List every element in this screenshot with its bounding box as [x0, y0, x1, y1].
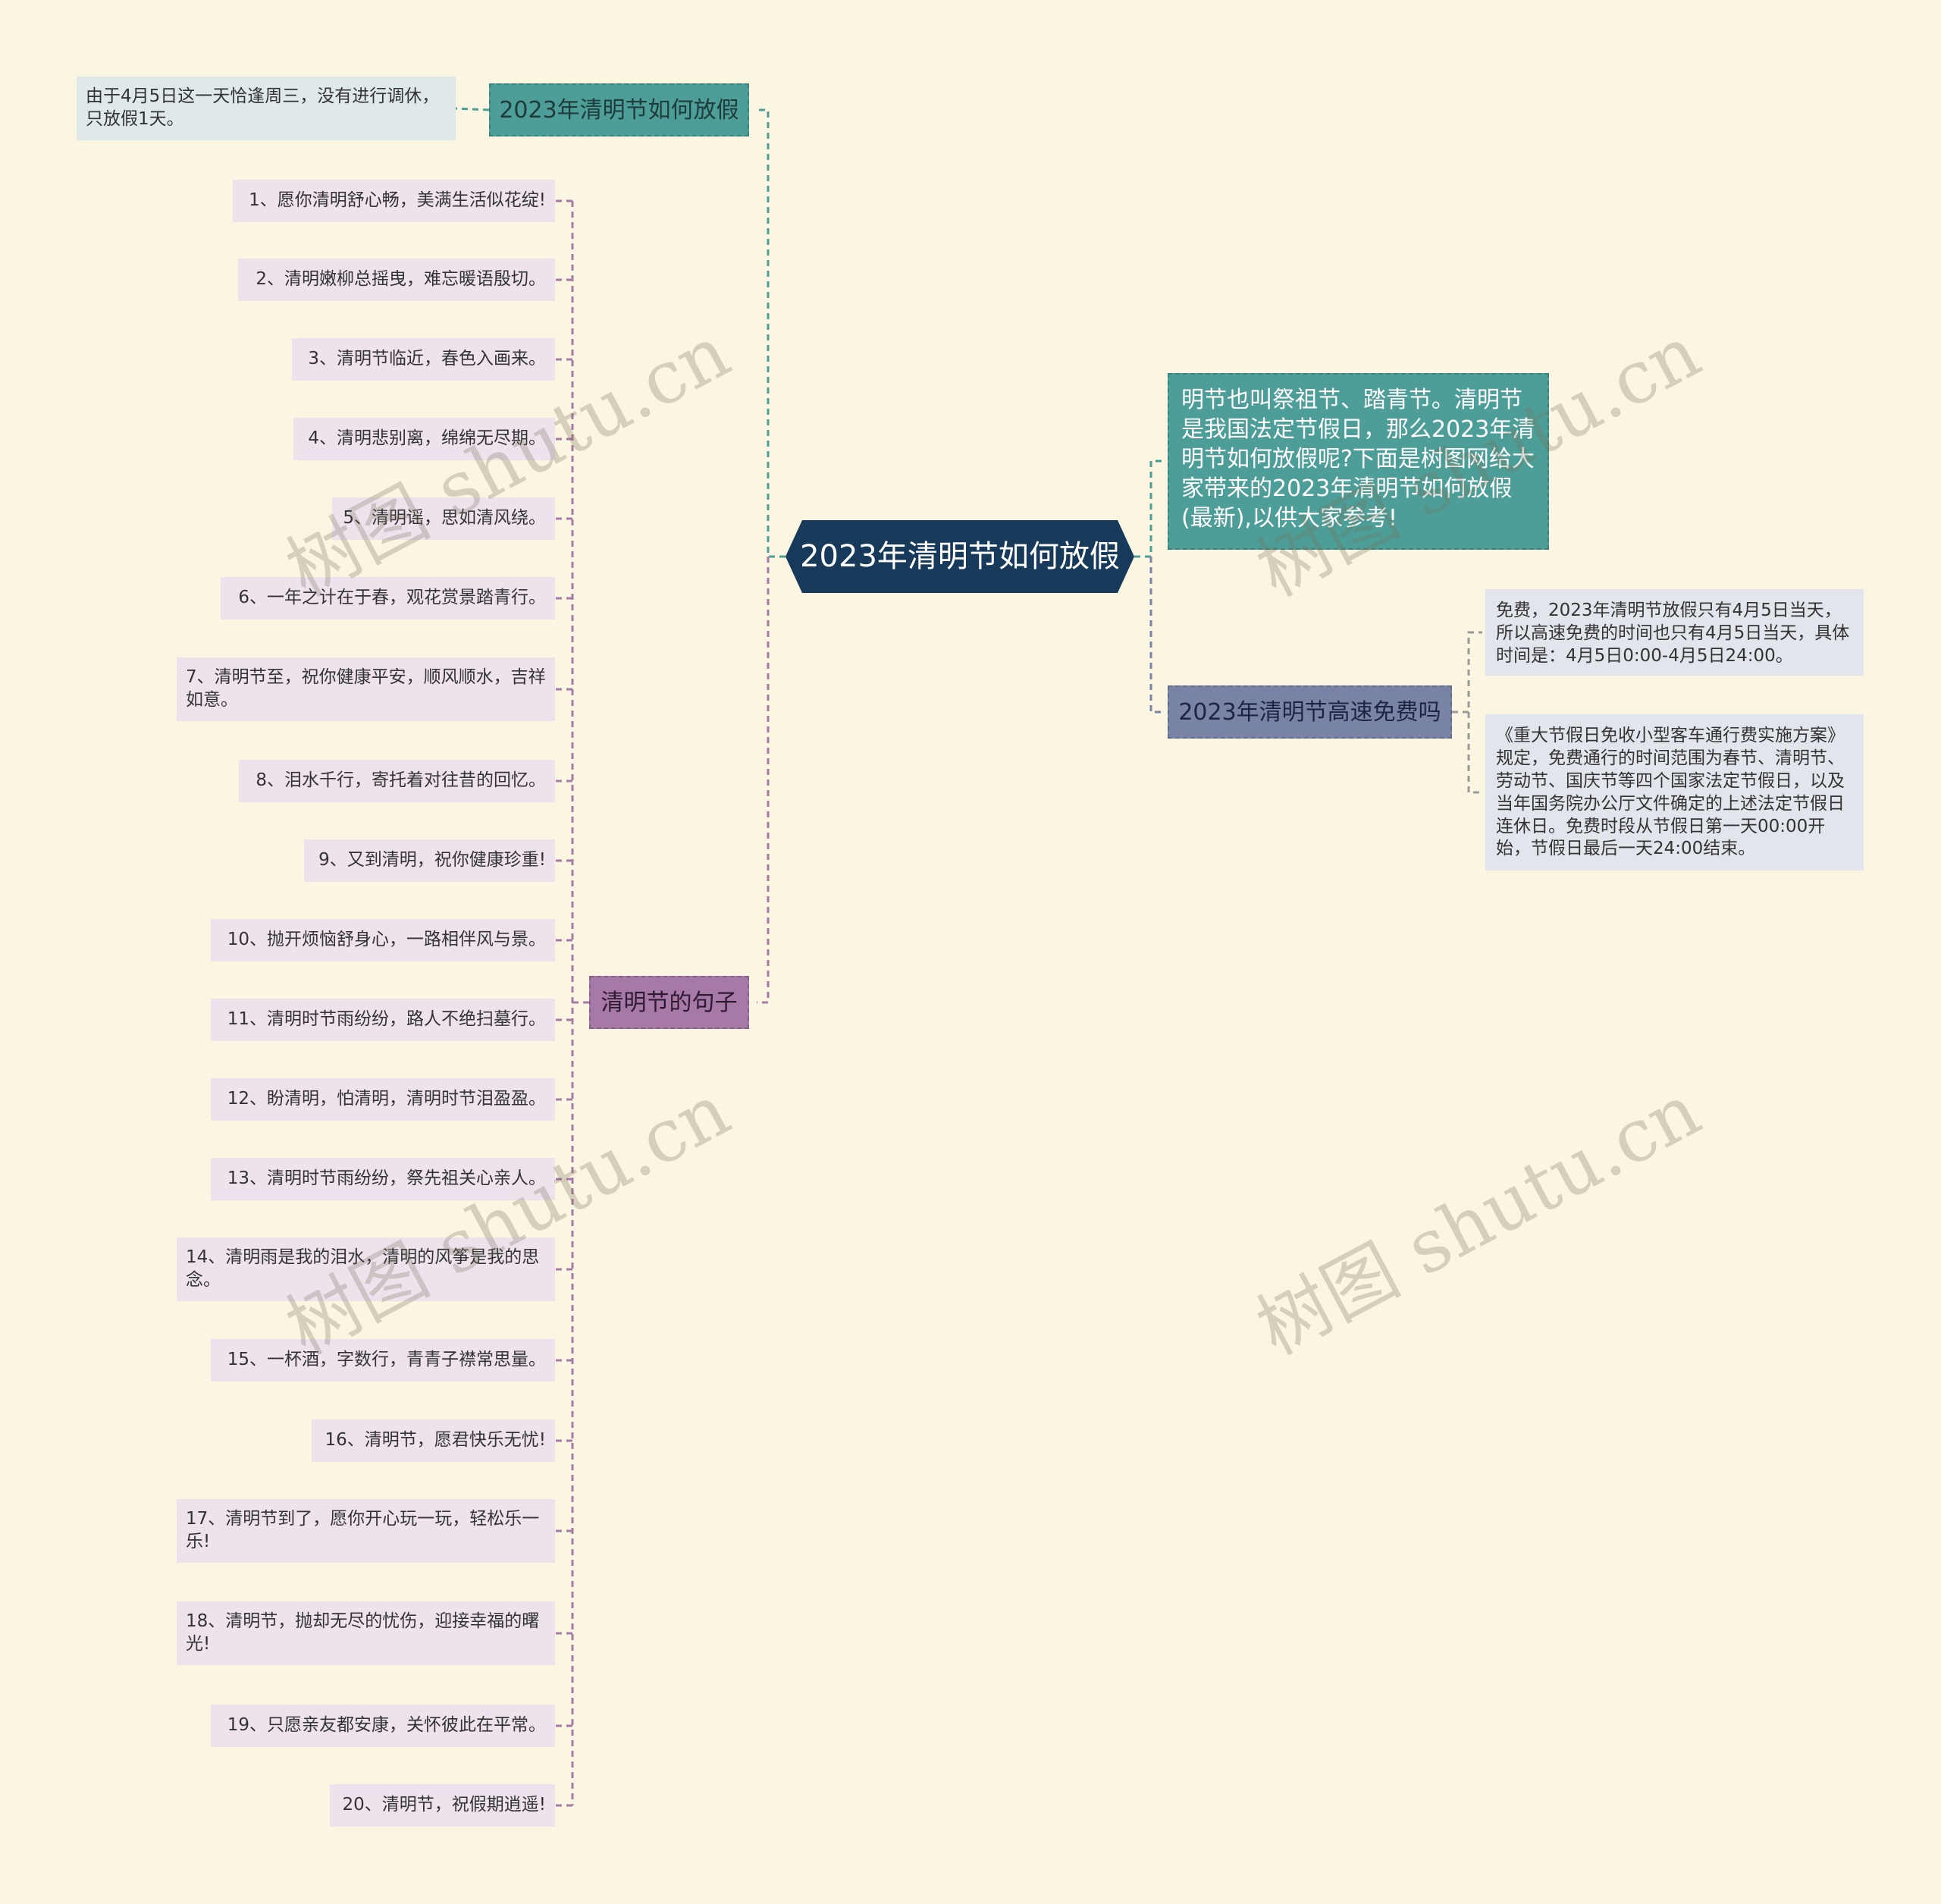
leaf-highway-policy[interactable]: 《重大节假日免收小型客车通行费实施方案》规定，免费通行的时间范围为春节、清明节、…	[1485, 714, 1864, 870]
leaf-text: 13、清明时节雨纷纷，祭先祖关心亲人。	[227, 1168, 546, 1189]
leaf-text: 9、又到清明，祝你健康珍重!	[318, 850, 546, 870]
leaf-text: 7、清明节至，祝你健康平安，顺风顺水，吉祥如意。	[186, 667, 546, 710]
leaf-text: 8、泪水千行，寄托着对往昔的回忆。	[256, 770, 546, 791]
leaf-text: 18、清明节，抛却无尽的忧伤，迎接幸福的曙光!	[186, 1611, 540, 1654]
leaf-sentence[interactable]: 18、清明节，抛却无尽的忧伤，迎接幸福的曙光!	[177, 1601, 555, 1665]
leaf-sentence[interactable]: 13、清明时节雨纷纷，祭先祖关心亲人。	[211, 1158, 555, 1200]
branch-holiday[interactable]: 2023年清明节如何放假	[489, 83, 749, 136]
connector-highway-answer	[1452, 631, 1482, 714]
connector-root-highway	[1149, 557, 1165, 714]
branch-intro[interactable]: 明节也叫祭祖节、踏青节。清明节是我国法定节假日，那么2023年清明节如何放假呢?…	[1168, 373, 1549, 550]
leaf-sentence[interactable]: 9、又到清明，祝你健康珍重!	[304, 839, 555, 882]
leaf-sentence[interactable]: 2、清明嫩柳总摇曳，难忘暖语殷切。	[238, 259, 555, 301]
leaf-sentence[interactable]: 4、清明悲别离，绵绵无尽期。	[293, 418, 555, 460]
root-topic[interactable]: 2023年清明节如何放假	[785, 520, 1134, 593]
leaf-text: 17、清明节到了，愿你开心玩一玩，轻松乐一乐!	[186, 1509, 540, 1551]
leaf-text: 1、愿你清明舒心畅，美满生活似花绽!	[249, 190, 546, 211]
leaf-sentence[interactable]: 8、泪水千行，寄托着对往昔的回忆。	[239, 760, 555, 802]
leaf-sentence[interactable]: 20、清明节，祝假期逍遥!	[330, 1784, 555, 1827]
leaf-sentence[interactable]: 17、清明节到了，愿你开心玩一玩，轻松乐一乐!	[177, 1499, 555, 1563]
leaf-sentence[interactable]: 19、只愿亲友都安康，关怀彼此在平常。	[211, 1705, 555, 1747]
leaf-holiday-note[interactable]: 由于4月5日这一天恰逢周三，没有进行调休，只放假1天。	[77, 77, 456, 140]
leaf-text: 《重大节假日免收小型客车通行费实施方案》规定，免费通行的时间范围为春节、清明节、…	[1496, 726, 1845, 859]
connector-root-sentences	[757, 557, 770, 1004]
leaf-sentence[interactable]: 10、抛开烦恼舒身心，一路相伴风与景。	[211, 919, 555, 961]
leaf-text: 4、清明悲别离，绵绵无尽期。	[308, 428, 546, 449]
leaf-text: 12、盼清明，怕清明，清明时节泪盈盈。	[227, 1089, 546, 1109]
leaf-text: 11、清明时节雨纷纷，路人不绝扫墓行。	[227, 1009, 546, 1030]
leaf-text: 10、抛开烦恼舒身心，一路相伴风与景。	[227, 930, 546, 950]
leaf-sentence[interactable]: 14、清明雨是我的泪水，清明的风筝是我的思念。	[177, 1237, 555, 1301]
leaf-highway-answer[interactable]: 免费，2023年清明节放假只有4月5日当天，所以高速免费的时间也只有4月5日当天…	[1485, 589, 1864, 676]
leaf-sentence[interactable]: 15、一杯酒，字数行，青青子襟常思量。	[211, 1339, 555, 1382]
connector-holiday-note	[455, 107, 490, 111]
leaf-text: 2、清明嫩柳总摇曳，难忘暖语殷切。	[256, 269, 546, 290]
connector-root-holiday	[757, 108, 785, 558]
connector-highway-policy	[1467, 712, 1482, 794]
leaf-text: 3、清明节临近，春色入画来。	[308, 349, 546, 369]
leaf-sentence[interactable]: 1、愿你清明舒心畅，美满生活似花绽!	[233, 180, 555, 222]
leaf-text: 免费，2023年清明节放假只有4月5日当天，所以高速免费的时间也只有4月5日当天…	[1496, 601, 1850, 666]
leaf-text: 15、一杯酒，字数行，青青子襟常思量。	[227, 1350, 546, 1370]
branch-sentences[interactable]: 清明节的句子	[589, 976, 749, 1029]
leaf-sentence[interactable]: 5、清明谣，思如清风绕。	[332, 497, 555, 540]
leaf-text: 19、只愿亲友都安康，关怀彼此在平常。	[227, 1715, 546, 1736]
leaf-text: 由于4月5日这一天恰逢周三，没有进行调休，只放假1天。	[86, 86, 440, 129]
leaf-text: 20、清明节，祝假期逍遥!	[342, 1795, 547, 1815]
leaf-sentence[interactable]: 3、清明节临近，春色入画来。	[292, 338, 555, 381]
leaf-sentence[interactable]: 11、清明时节雨纷纷，路人不绝扫墓行。	[211, 999, 555, 1041]
leaf-text: 14、清明雨是我的泪水，清明的风筝是我的思念。	[186, 1247, 540, 1290]
leaf-sentence[interactable]: 7、清明节至，祝你健康平安，顺风顺水，吉祥如意。	[177, 657, 555, 721]
leaf-sentence[interactable]: 16、清明节，愿君快乐无忧!	[312, 1419, 555, 1462]
leaf-text: 16、清明节，愿君快乐无忧!	[325, 1430, 547, 1451]
connector-root-intro	[1134, 460, 1165, 558]
branch-highway[interactable]: 2023年清明节高速免费吗	[1168, 685, 1452, 739]
leaf-text: 5、清明谣，思如清风绕。	[343, 508, 546, 529]
leaf-text: 6、一年之计在于春，观花赏景踏青行。	[238, 588, 546, 608]
leaf-sentence[interactable]: 12、盼清明，怕清明，清明时节泪盈盈。	[211, 1078, 555, 1121]
leaf-sentence[interactable]: 6、一年之计在于春，观花赏景踏青行。	[221, 577, 555, 620]
